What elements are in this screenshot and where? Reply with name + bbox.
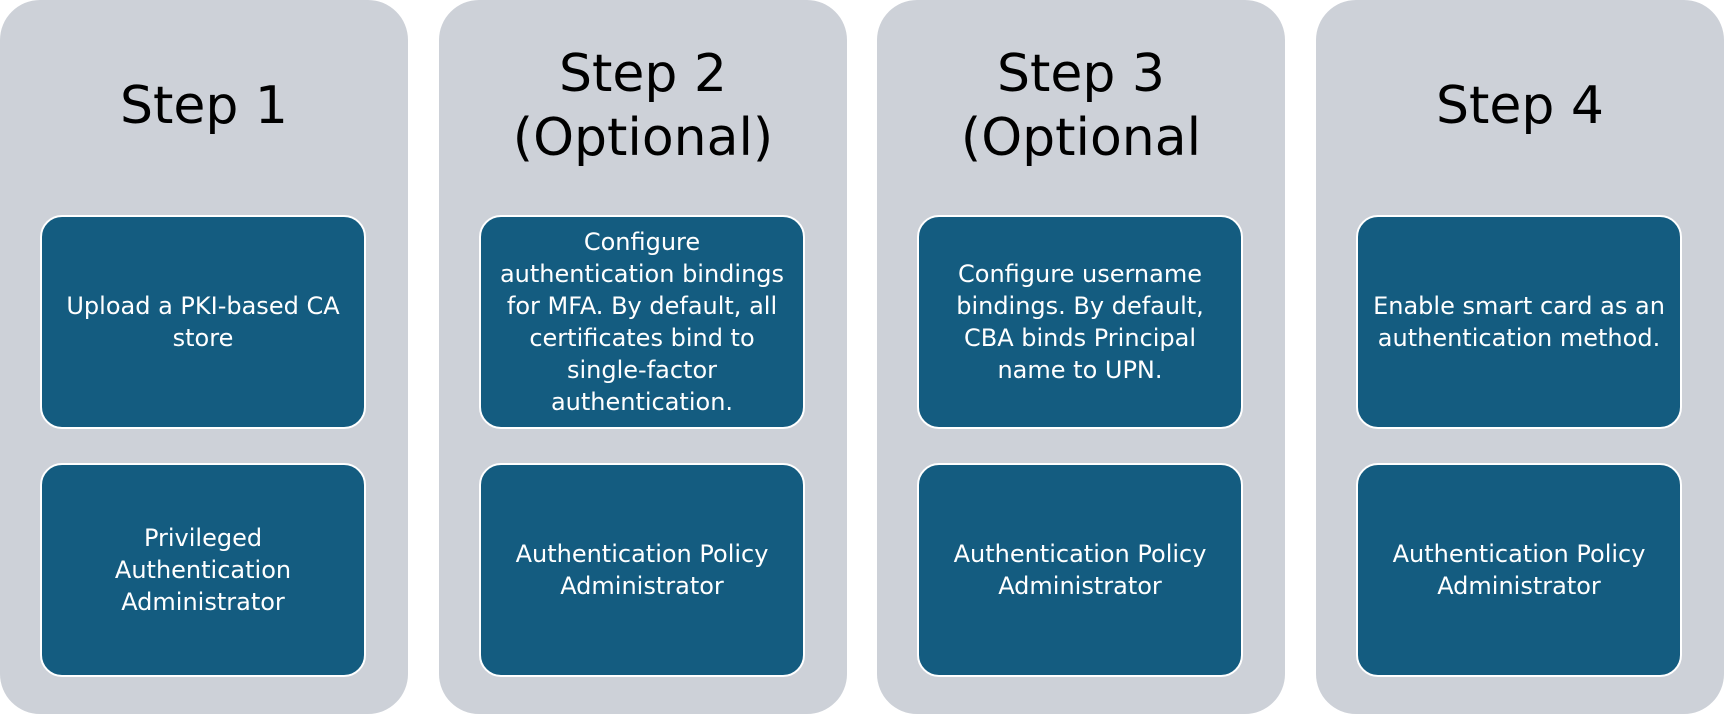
step-4-column: Step 4 Enable smart card as an authentic…	[1316, 0, 1724, 714]
step-3-title: Step 3 (Optional	[960, 44, 1202, 168]
step-2-column: Step 2 (Optional) Configure authenticati…	[439, 0, 847, 714]
step-1-role-box: Privileged Authentication Administrator	[40, 463, 366, 677]
step-4-task-box: Enable smart card as an authentication m…	[1356, 215, 1682, 429]
step-1-title: Step 1	[119, 76, 288, 136]
step-1-task-box: Upload a PKI-based CA store	[40, 215, 366, 429]
step-3-column: Step 3 (Optional Configure username bind…	[877, 0, 1285, 714]
step-1-column: Step 1 Upload a PKI-based CA store Privi…	[0, 0, 408, 714]
step-4-role-box: Authentication Policy Administrator	[1356, 463, 1682, 677]
step-2-task-box: Configure authentication bindings for MF…	[479, 215, 805, 429]
step-2-role-box: Authentication Policy Administrator	[479, 463, 805, 677]
step-3-task-box: Configure username bindings. By default,…	[917, 215, 1243, 429]
step-4-title: Step 4	[1435, 76, 1604, 136]
step-2-title: Step 2 (Optional)	[512, 44, 774, 168]
step-3-role-box: Authentication Policy Administrator	[917, 463, 1243, 677]
